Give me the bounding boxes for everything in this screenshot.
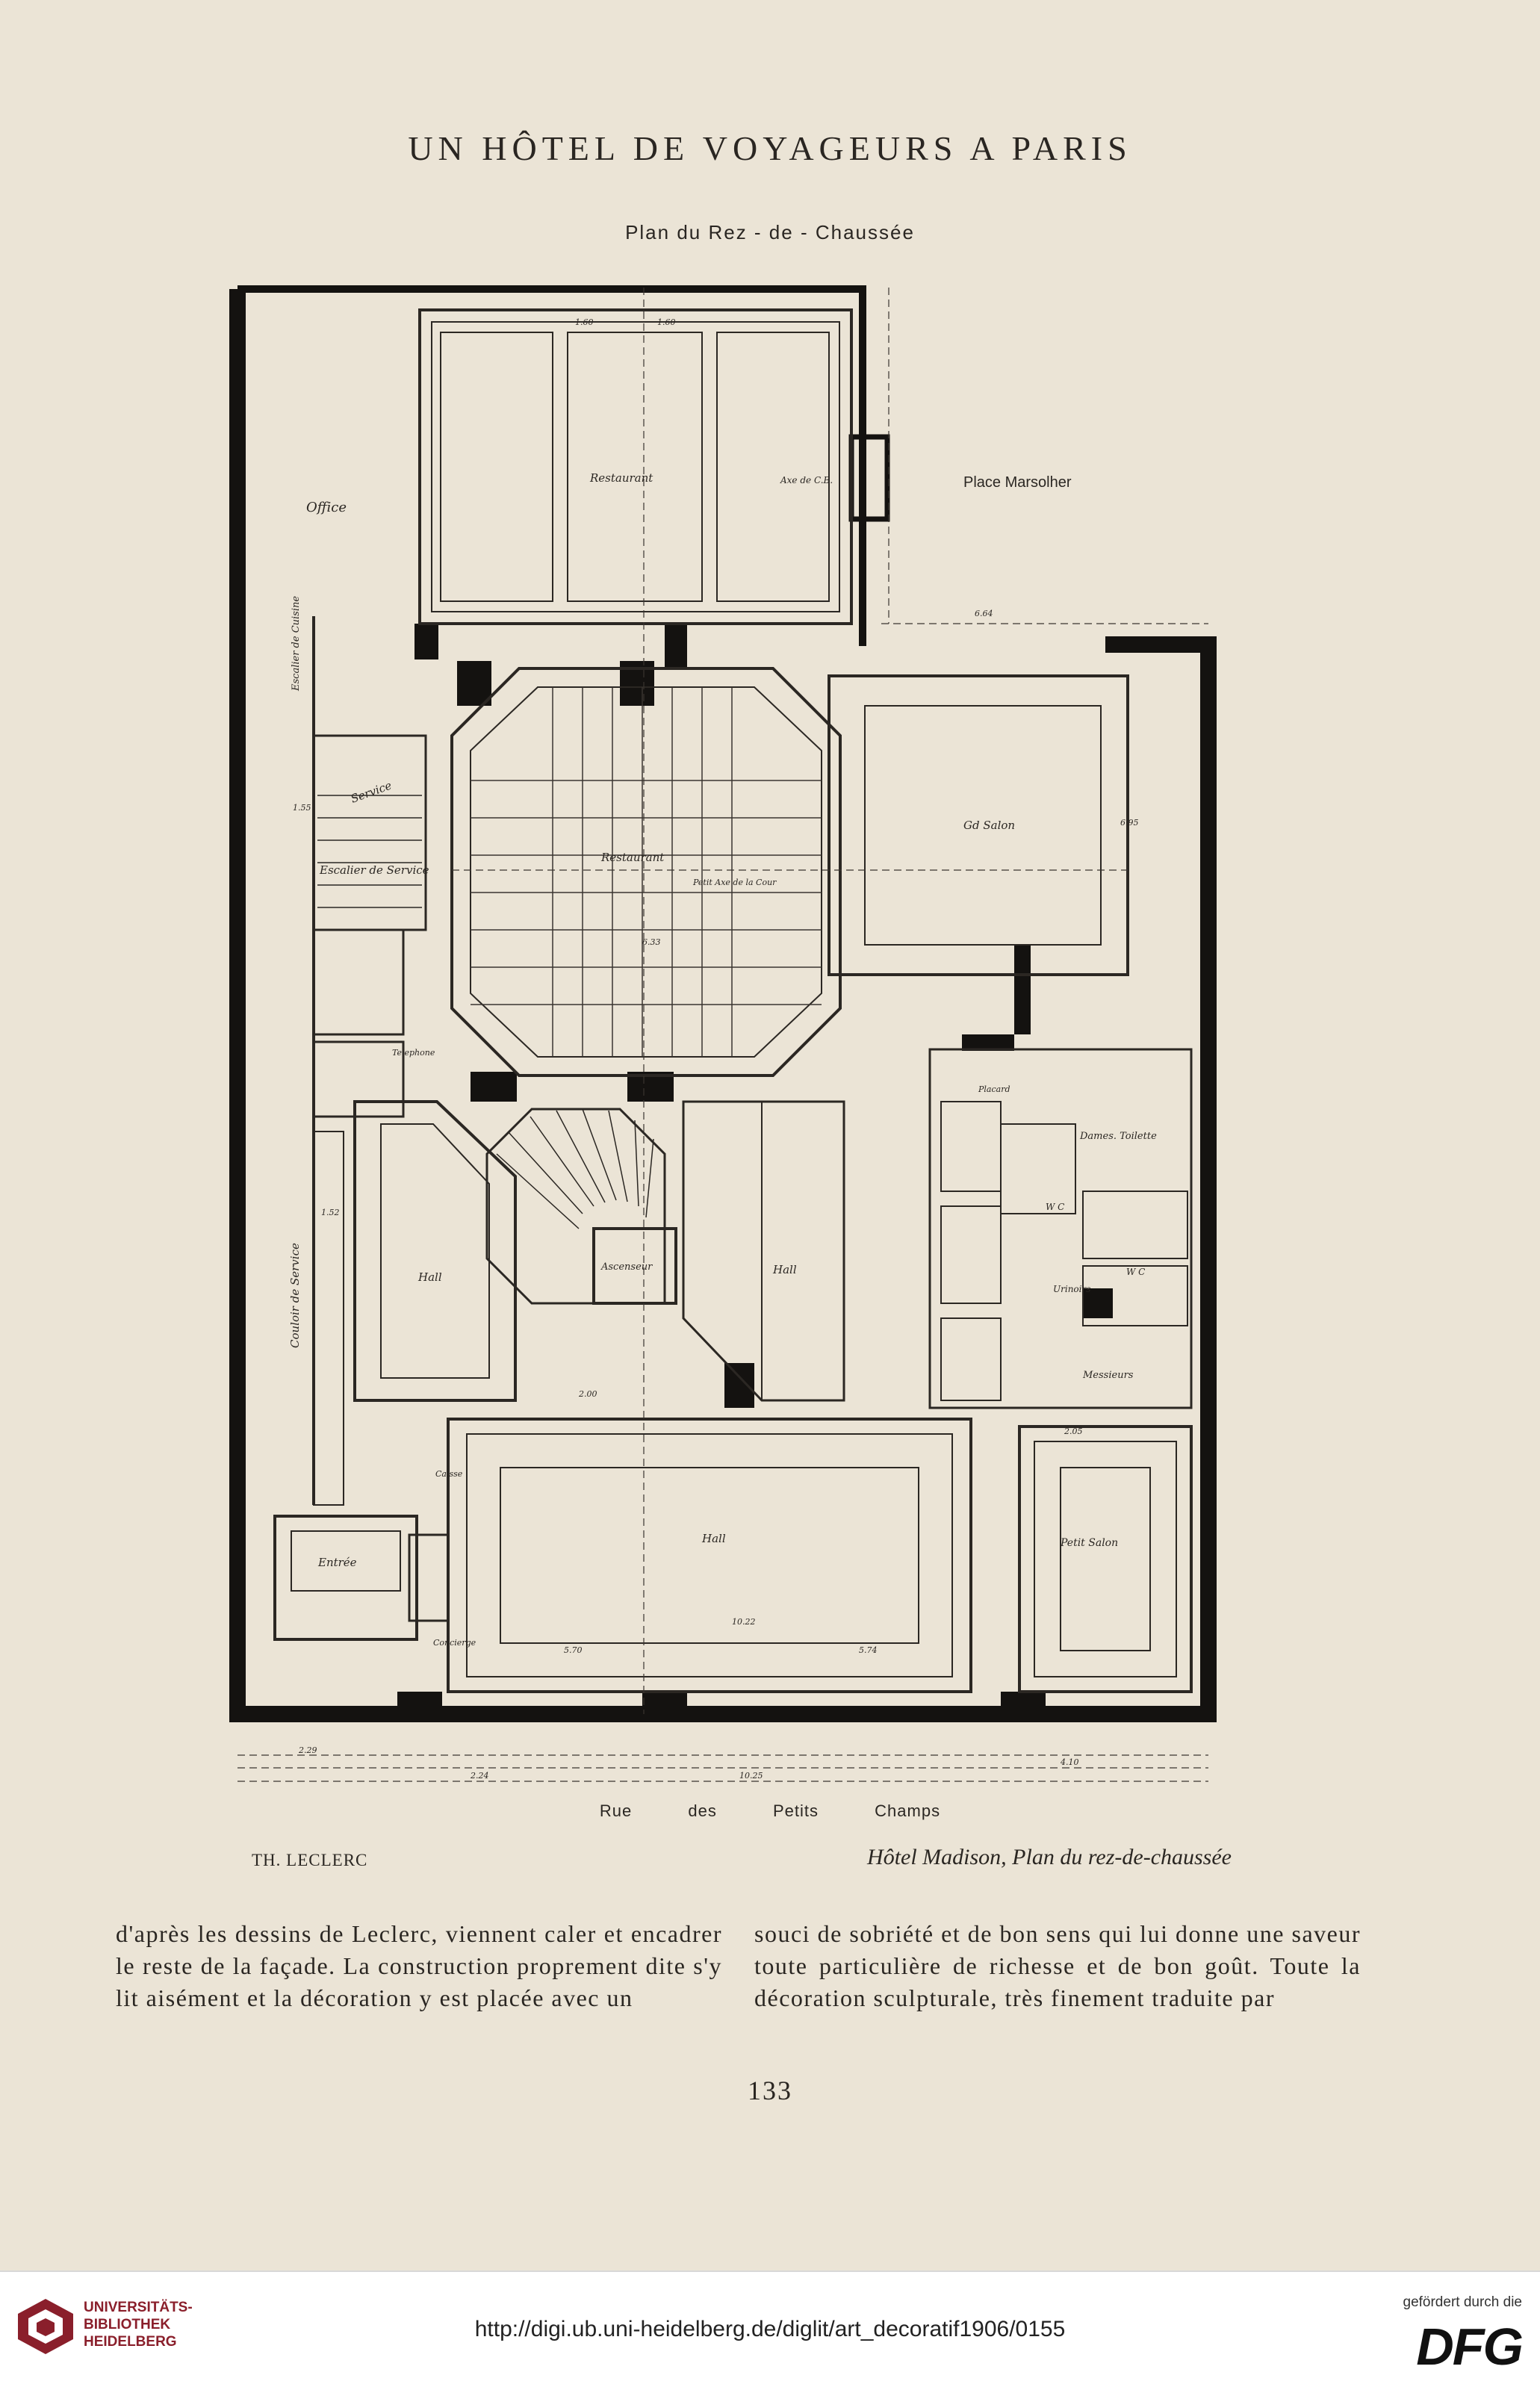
room-restaurant-top: Restaurant <box>589 471 653 485</box>
street-word: Rue <box>599 1801 633 1820</box>
dimension-label: 1.55 <box>293 803 311 813</box>
dimension-label: 6.95 <box>1120 818 1139 828</box>
room-wc-2: W C <box>1126 1267 1145 1277</box>
institution-line: UNIVERSITÄTS- <box>84 2300 193 2315</box>
footer-bar: UNIVERSITÄTS- BIBLIOTHEK HEIDELBERG http… <box>0 2270 1540 2387</box>
room-escalier-cuisine: Escalier de Cuisine <box>291 596 302 692</box>
dimension-label: 1.60 <box>657 317 676 327</box>
room-dames-toilette: Dames. Toilette <box>1079 1131 1157 1142</box>
wall-piers <box>397 624 1113 1722</box>
stair-steps <box>317 795 654 1229</box>
interior-lines <box>273 308 1193 1693</box>
dimension-label: 1.60 <box>575 317 594 327</box>
room-urinoirs: Urinoirs <box>1053 1284 1090 1294</box>
street-word: des <box>688 1801 717 1820</box>
dimension-labels: 1.60 1.60 6.95 6.33 1.55 6.64 10.22 5.70… <box>293 317 1139 1781</box>
institution-name: UNIVERSITÄTS- BIBLIOTHEK HEIDELBERG <box>84 2299 193 2350</box>
scanned-page: UN HÔTEL DE VOYAGEURS A PARIS Plan du Re… <box>0 0 1540 2270</box>
university-logo-icon <box>18 2299 73 2354</box>
page-title: UN HÔTEL DE VOYAGEURS A PARIS <box>408 129 1132 167</box>
body-text: souci de sobriété et de bon sens qui lui… <box>754 1920 1361 2011</box>
street-word: Champs <box>875 1801 941 1820</box>
dimension-label: 10.25 <box>739 1771 763 1781</box>
dimension-label: 6.64 <box>975 609 993 618</box>
dimension-label: 1.52 <box>321 1208 340 1217</box>
dimension-label: 5.74 <box>859 1645 878 1655</box>
room-entree: Entrée <box>317 1556 357 1569</box>
room-hall-left: Hall <box>417 1270 442 1284</box>
floor-plan: Office Restaurant Axe de C.B. Restaurant… <box>229 285 1217 1782</box>
room-restaurant-main: Restaurant <box>600 851 665 864</box>
permalink-url[interactable]: http://digi.ub.uni-heidelberg.de/diglit/… <box>474 2317 1066 2341</box>
room-escalier-service: Escalier de Service <box>319 863 429 877</box>
room-hall-main: Hall <box>701 1532 726 1545</box>
dimension-label: 10.22 <box>732 1617 756 1627</box>
body-column-left: d'après les dessins de Leclerc, viennent… <box>116 1918 722 2014</box>
room-office: Office <box>306 500 347 515</box>
credit: TH. LECLERC <box>252 1851 368 1869</box>
institution-line: HEIDELBERG <box>84 2334 177 2350</box>
street-word: Petits <box>773 1801 819 1820</box>
room-concierge: Concierge <box>433 1638 476 1648</box>
room-messieurs: Messieurs <box>1082 1370 1134 1381</box>
body-column-right: souci de sobriété et de bon sens qui lui… <box>754 1918 1361 2014</box>
room-caisse: Caisse <box>435 1469 463 1479</box>
room-grand-salon: Gd Salon <box>963 819 1015 832</box>
room-placard: Placard <box>978 1084 1010 1094</box>
dimension-label: 2.24 <box>470 1771 489 1781</box>
dimension-label: 6.33 <box>642 937 661 947</box>
dimension-label: 4.10 <box>1060 1757 1079 1767</box>
page-number: 133 <box>748 2076 792 2105</box>
dfg-logo: DFG <box>1416 2318 1524 2376</box>
room-axe: Axe de C.B. <box>780 475 833 485</box>
dimension-label: 2.05 <box>1064 1427 1083 1436</box>
plan-heading: Plan du Rez - de - Chaussée <box>625 221 915 243</box>
room-telephone: Telephone <box>392 1048 435 1058</box>
dimension-label: 5.70 <box>564 1645 583 1655</box>
room-ascenseur: Ascenseur <box>600 1261 653 1273</box>
body-text: d'après les dessins de Leclerc, viennent… <box>116 1920 722 2011</box>
funding-label: gefördert durch die <box>1403 2294 1523 2310</box>
dimension-label: 2.00 <box>578 1389 597 1399</box>
dimension-label: 2.29 <box>298 1745 317 1755</box>
room-wc-1: W C <box>1046 1202 1064 1212</box>
room-petit-axe: Petit Axe de la Cour <box>692 878 777 887</box>
figure-caption: Hôtel Madison, Plan du rez-de-chaussée <box>867 1845 1232 1869</box>
room-hall-center: Hall <box>772 1263 797 1276</box>
place-label: Place Marsolher <box>963 474 1072 491</box>
institution-line: BIBLIOTHEK <box>84 2317 171 2332</box>
room-petit-salon: Petit Salon <box>1060 1537 1118 1549</box>
outer-walls <box>229 285 1217 1722</box>
dimension-lines <box>237 288 1208 1782</box>
room-couloir-service: Couloir de Service <box>288 1243 302 1348</box>
restaurant-grid <box>471 687 822 1057</box>
room-service: Service <box>349 778 394 805</box>
street-label: Rue des Petits Champs <box>0 1801 1540 1821</box>
